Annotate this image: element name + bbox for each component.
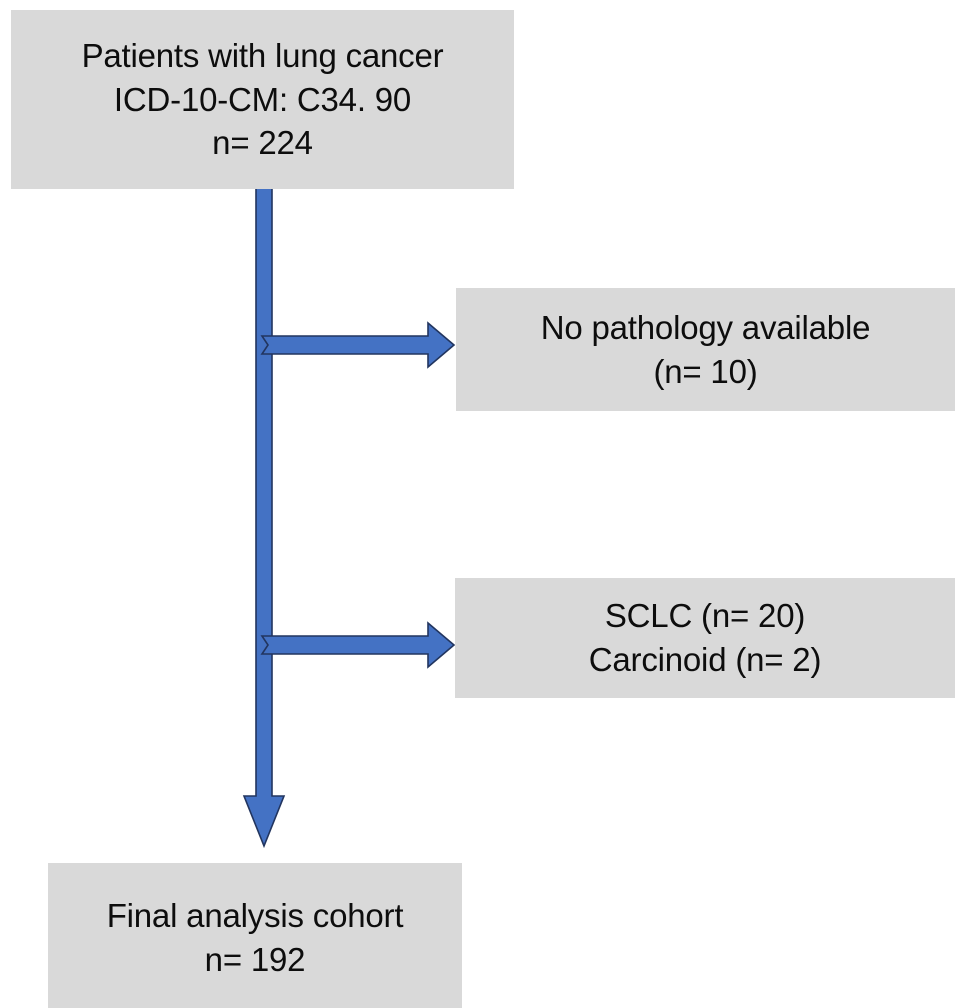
main-vertical-arrow	[242, 185, 286, 849]
node-exclusion-no-pathology-line-2: (n= 10)	[653, 352, 758, 390]
node-final-cohort-line-1: Final analysis cohort	[106, 897, 404, 935]
node-exclusion-sclc-carcinoid: SCLC (n= 20) Carcinoid (n= 2)	[455, 578, 955, 698]
node-exclusion-no-pathology: No pathology available (n= 10)	[456, 288, 955, 411]
node-exclusion-no-pathology-line-1: No pathology available	[540, 308, 871, 346]
node-exclusion-sclc-carcinoid-line-2: Carcinoid (n= 2)	[588, 641, 822, 678]
branch-arrow-no-pathology	[260, 321, 456, 369]
node-cohort-source-line-2: ICD-10-CM: C34. 90	[113, 80, 412, 118]
node-final-cohort-line-2: n= 192	[204, 941, 306, 978]
branch-arrow-sclc-carcinoid	[260, 621, 456, 669]
node-cohort-source-line-3: n= 224	[212, 124, 313, 162]
node-exclusion-sclc-carcinoid-line-1: SCLC (n= 20)	[604, 597, 806, 635]
node-final-cohort: Final analysis cohort n= 192	[48, 863, 462, 1008]
node-cohort-source-line-1: Patients with lung cancer	[81, 37, 444, 75]
node-cohort-source: Patients with lung cancer ICD-10-CM: C34…	[11, 10, 514, 189]
